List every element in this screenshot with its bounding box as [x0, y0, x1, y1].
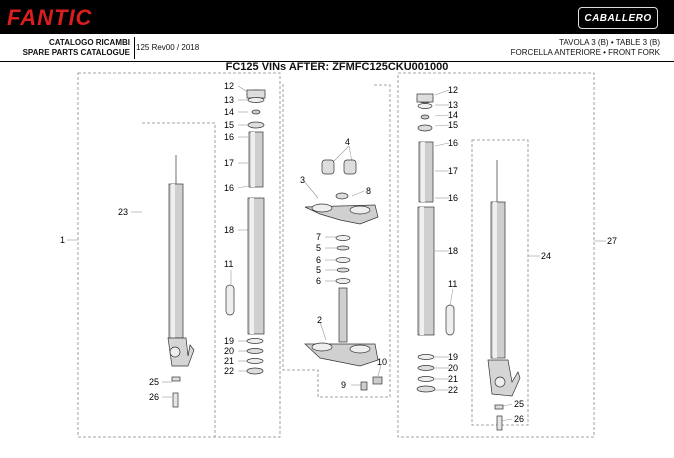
callout-16-right-bottom: 16 — [448, 193, 458, 203]
callout-11-right: 11 — [448, 279, 457, 289]
callout-5-bottom: 5 — [316, 265, 321, 275]
callout-18-left: 18 — [224, 225, 234, 235]
left-leg-dashed-box — [77, 72, 281, 438]
callout-3: 3 — [300, 175, 305, 185]
callout-6-top: 6 — [316, 255, 321, 265]
diagram-title: FC125 VINs AFTER: ZFMFC125CKU001000 — [225, 61, 449, 73]
callout-18-right: 18 — [448, 246, 458, 256]
callout-19-right: 19 — [448, 352, 458, 362]
callout-7: 7 — [316, 232, 321, 242]
callout-17-left: 17 — [224, 158, 234, 168]
callout-16-right-top: 16 — [448, 138, 458, 148]
callout-9: 9 — [341, 380, 346, 390]
callout-8: 8 — [366, 186, 371, 196]
callout-17-right: 17 — [448, 166, 458, 176]
callout-13-right: 13 — [448, 100, 458, 110]
callout-6-bottom: 6 — [316, 276, 321, 286]
table-number: TAVOLA 3 (B) • TABLE 3 (B) — [559, 38, 660, 47]
fantic-logo: FANTIC — [7, 5, 93, 30]
catalog-title-en: SPARE PARTS CATALOGUE — [22, 48, 130, 57]
callout-21-left: 21 — [224, 356, 234, 366]
header-divider — [134, 37, 135, 59]
callout-26-left: 26 — [149, 392, 159, 402]
top-bar: FANTIC CABALLERO — [0, 0, 674, 34]
revision-label: 125 Rev00 / 2018 — [136, 43, 200, 52]
header-rule — [0, 61, 674, 62]
catalog-title-it: CATALOGO RICAMBI — [48, 38, 130, 47]
callout-14-left: 14 — [224, 107, 234, 117]
callout-24: 24 — [541, 251, 551, 261]
callout-15-left: 15 — [224, 120, 234, 130]
callout-1: 1 — [60, 235, 65, 245]
callout-20-left: 20 — [224, 346, 234, 356]
callout-23: 23 — [118, 207, 128, 217]
callout-20-right: 20 — [448, 363, 458, 373]
callout-16-left-top: 16 — [224, 132, 234, 142]
callout-12-left: 12 — [224, 81, 234, 91]
callout-15-right: 15 — [448, 120, 458, 130]
callout-4: 4 — [345, 137, 350, 147]
callout-27: 27 — [607, 236, 617, 246]
callout-2: 2 — [317, 315, 322, 325]
callout-26-right: 26 — [514, 414, 524, 424]
callout-22-right: 22 — [448, 385, 458, 395]
callout-16-left-bottom: 16 — [224, 183, 234, 193]
callout-25-right: 25 — [514, 399, 524, 409]
table-info: TAVOLA 3 (B) • TABLE 3 (B) FORCELLA ANTE… — [400, 35, 660, 64]
callout-12-right: 12 — [448, 85, 458, 95]
section-name: FORCELLA ANTERIORE • FRONT FORK — [510, 48, 660, 57]
catalog-title: CATALOGO RICAMBI SPARE PARTS CATALOGUE — [0, 35, 130, 64]
callout-13-left: 13 — [224, 95, 234, 105]
right-leg-dashed-box — [397, 72, 595, 438]
callout-25-left: 25 — [149, 377, 159, 387]
caballero-badge: CABALLERO — [578, 7, 658, 29]
callout-22-left: 22 — [224, 366, 234, 376]
callout-11-left: 11 — [224, 259, 233, 269]
callout-10: 10 — [377, 357, 387, 367]
callout-14-right: 14 — [448, 110, 458, 120]
callout-21-right: 21 — [448, 374, 458, 384]
callout-5-top: 5 — [316, 243, 321, 253]
callout-19-left: 19 — [224, 336, 234, 346]
svg-text:FANTIC: FANTIC — [7, 5, 93, 30]
